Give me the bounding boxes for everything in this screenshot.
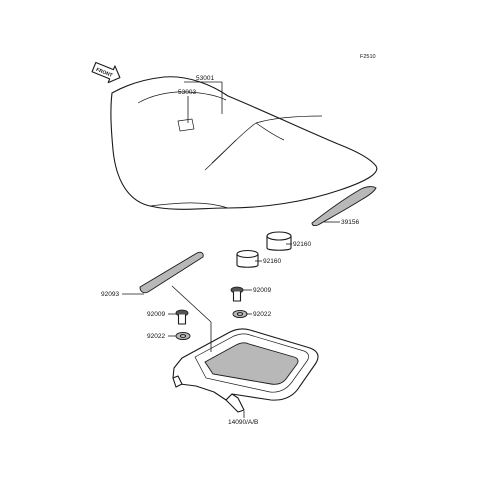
callout-92022-left: 92022 [147,333,165,340]
callout-92022-right: 92022 [253,311,271,318]
front-arrow-icon: FRONT [91,61,121,84]
bolt-right [230,286,244,302]
damper-lower [236,249,259,268]
washer-left [175,331,191,341]
seat [110,76,378,210]
callout-92009-left: 92009 [147,311,165,318]
damper-upper [266,231,292,251]
callout-92160-upper: 92160 [293,241,311,248]
callout-39156: 39156 [341,219,359,226]
strap [139,251,204,294]
storage-tray [172,328,319,413]
callout-92093: 92093 [101,291,119,298]
trim-strip [311,186,377,227]
figure-code: F2510 [360,54,376,60]
leader-lines [122,81,340,418]
callout-14090: 14090/A/B [228,419,258,426]
callout-92160-lower: 92160 [263,258,281,265]
callout-92009-right: 92009 [253,287,271,294]
callout-53001: 53001 [196,75,214,82]
callout-53003: 53003 [178,89,196,96]
washer-right [232,309,248,319]
bolt-left [175,309,189,325]
